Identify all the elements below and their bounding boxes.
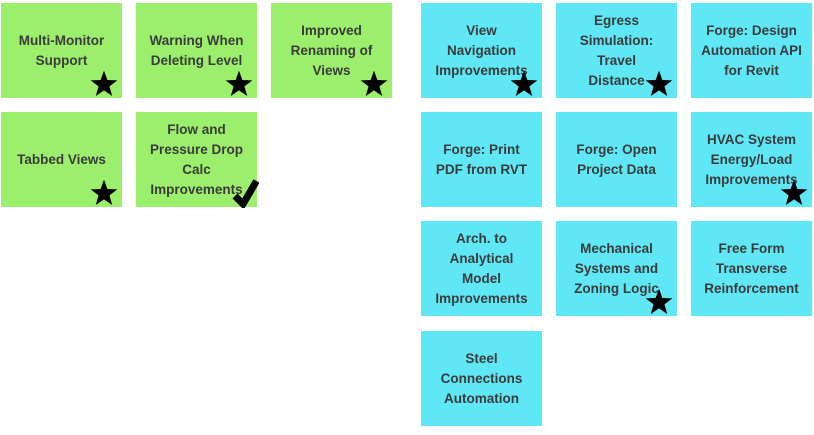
star-icon xyxy=(510,70,538,97)
card-forge-design-automation-api-for-revit[interactable]: Forge: Design Automation API for Revit xyxy=(691,3,812,98)
card-label: Improved Renaming of Views xyxy=(290,22,373,78)
card-multi-monitor-support[interactable]: Multi-Monitor Support xyxy=(1,3,122,98)
card-label: Egress Simulation: Travel Distance xyxy=(579,12,654,88)
card-improved-renaming-of-views[interactable]: Improved Renaming of Views xyxy=(271,3,392,98)
card-tabbed-views[interactable]: Tabbed Views xyxy=(1,112,122,207)
card-view-navigation-improvements[interactable]: View Navigation Improvements xyxy=(421,3,542,98)
card-label: Forge: Print PDF from RVT xyxy=(435,141,528,177)
card-forge-print-pdf-from-rvt[interactable]: Forge: Print PDF from RVT xyxy=(421,112,542,207)
card-label: Free Form Transverse Reinforcement xyxy=(704,240,799,296)
card-mechanical-systems-and-zoning-logic[interactable]: Mechanical Systems and Zoning Logic xyxy=(556,221,677,316)
star-icon xyxy=(645,70,673,97)
card-flow-and-pressure-drop-calc-improvements[interactable]: Flow and Pressure Drop Calc Improvements xyxy=(136,112,259,208)
card-label: Multi-Monitor Support xyxy=(18,32,105,68)
card-label: Flow and Pressure Drop Calc Improvements xyxy=(149,121,244,197)
card-label: HVAC System Energy/Load Improvements xyxy=(705,131,798,187)
card-label: Warning When Deleting Level xyxy=(149,32,244,68)
card-label: Mechanical Systems and Zoning Logic xyxy=(574,240,659,296)
star-icon xyxy=(90,70,118,97)
star-icon xyxy=(780,179,808,206)
card-arch-to-analytical-model-improvements[interactable]: Arch. to Analytical Model Improvements xyxy=(421,221,542,316)
card-forge-open-project-data[interactable]: Forge: Open Project Data xyxy=(556,112,677,207)
card-label: Arch. to Analytical Model Improvements xyxy=(435,230,528,306)
card-label: Steel Connections Automation xyxy=(440,350,523,406)
card-label: Tabbed Views xyxy=(17,151,106,167)
card-free-form-transverse-reinforcement[interactable]: Free Form Transverse Reinforcement xyxy=(691,221,812,316)
card-steel-connections-automation[interactable]: Steel Connections Automation xyxy=(421,331,542,426)
card-hvac-system-energy-load-improvements[interactable]: HVAC System Energy/Load Improvements xyxy=(691,112,812,207)
card-label: Forge: Open Project Data xyxy=(576,141,657,177)
star-icon xyxy=(645,288,673,315)
check-icon xyxy=(232,177,259,208)
card-label: View Navigation Improvements xyxy=(435,22,528,78)
card-label: Forge: Design Automation API for Revit xyxy=(701,22,802,78)
card-warning-when-deleting-level[interactable]: Warning When Deleting Level xyxy=(136,3,257,98)
card-egress-simulation-travel-distance[interactable]: Egress Simulation: Travel Distance xyxy=(556,3,677,98)
star-icon xyxy=(225,70,253,97)
star-icon xyxy=(90,179,118,206)
star-icon xyxy=(360,70,388,97)
